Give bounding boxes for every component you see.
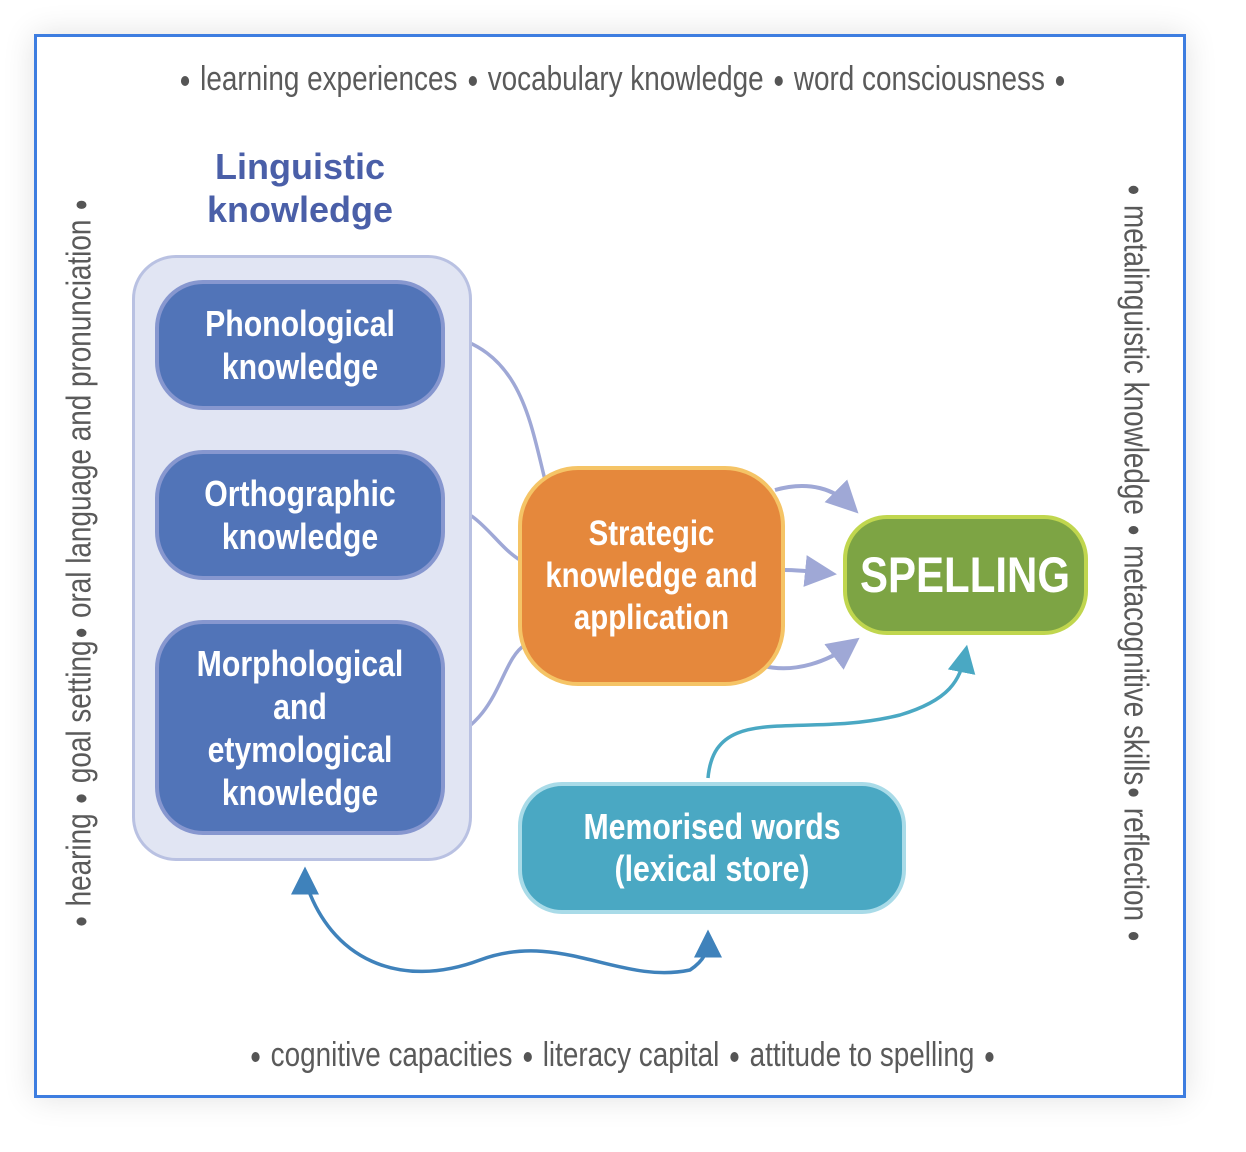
box-label: Phonological knowledge — [205, 303, 395, 387]
term: learning experiences — [200, 60, 458, 98]
morphological-knowledge-box: Morphological and etymological knowledge — [155, 620, 445, 835]
top-terms: learning experiences vocabulary knowledg… — [0, 60, 1246, 99]
arrow-strategic-spelling-mid — [784, 555, 837, 587]
linguistic-knowledge-title: Linguistic knowledge — [206, 146, 394, 230]
box-label: Morphological and etymological knowledge — [196, 642, 404, 813]
term: vocabulary knowledge — [488, 60, 765, 98]
term: literacy capital — [543, 1036, 720, 1074]
box-label: SPELLING — [860, 547, 1071, 603]
box-label: Orthographic knowledge — [204, 473, 396, 557]
arrow-strategic-spelling-top — [774, 479, 859, 514]
term: word consciousness — [794, 60, 1046, 98]
orthographic-knowledge-box: Orthographic knowledge — [155, 450, 445, 580]
bottom-terms: cognitive capacities literacy capital at… — [0, 1036, 1246, 1075]
term: cognitive capacities — [271, 1036, 513, 1074]
box-label: Strategic knowledge and application — [545, 514, 758, 637]
phonological-knowledge-box: Phonological knowledge — [155, 280, 445, 410]
arrow-linguistic-memorised — [303, 879, 722, 975]
memorised-words-box: Memorised words (lexical store) — [518, 782, 906, 914]
arrow-memorised-spelling — [706, 644, 976, 779]
arrow-strategic-spelling-bottom — [759, 637, 860, 671]
box-label: Memorised words (lexical store) — [583, 806, 841, 889]
spelling-box: SPELLING — [843, 515, 1088, 635]
term: attitude to spelling — [750, 1036, 975, 1074]
strategic-knowledge-box: Strategic knowledge and application — [518, 466, 785, 686]
